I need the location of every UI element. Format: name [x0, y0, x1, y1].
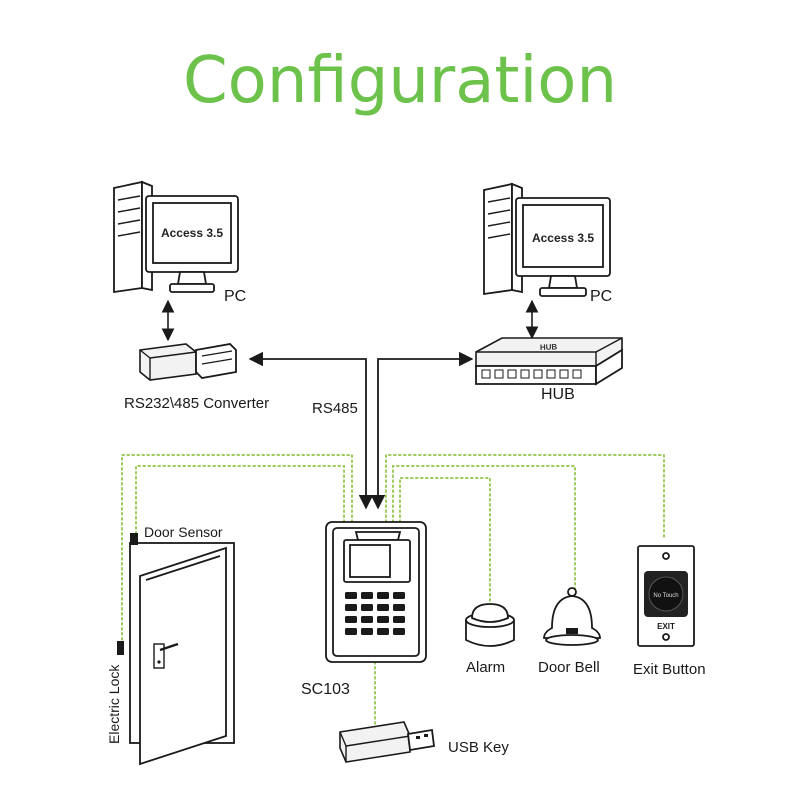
door-sensor-icon — [130, 533, 138, 545]
monitor-icon — [515, 197, 611, 297]
door-bell-label: Door Bell — [538, 659, 600, 676]
door-bell-icon — [543, 587, 601, 646]
monitor-icon — [145, 195, 239, 293]
exit-button-plate-text: EXIT — [657, 622, 675, 631]
hub-label: HUB — [541, 386, 575, 403]
usb-key-label: USB Key — [448, 739, 509, 756]
door-icon — [129, 542, 235, 766]
rs485-label: RS485 — [312, 400, 358, 417]
alarm-icon — [465, 603, 515, 647]
rs485-bus — [248, 351, 474, 510]
usb-key-icon — [339, 721, 436, 763]
hub-device-text: HUB — [540, 342, 558, 352]
pc-right: Access 3.5 PC — [483, 182, 612, 305]
controller-wiring — [121, 454, 665, 729]
sc103-controller-icon — [325, 521, 427, 663]
exit-button-face-text: No Touch — [653, 593, 678, 599]
rs232-485-converter-icon — [139, 343, 237, 381]
page-title: Configuration — [183, 44, 617, 118]
converter-label: RS232\485 Converter — [124, 395, 269, 412]
network-hub-icon — [475, 337, 623, 386]
electric-lock-label: Electric Lock — [106, 664, 122, 744]
exit-button-label: Exit Button — [633, 661, 706, 678]
controller-label: SC103 — [301, 681, 350, 698]
alarm-label: Alarm — [466, 659, 505, 676]
pc-right-label: PC — [590, 288, 612, 305]
electric-lock-icon — [117, 641, 124, 655]
pc-left-label: PC — [224, 288, 246, 305]
pc-left: Access 3.5 PC — [113, 180, 246, 305]
pc-right-screen-text: Access 3.5 — [532, 231, 594, 245]
exit-button-icon — [637, 545, 695, 647]
pc-left-screen-text: Access 3.5 — [161, 226, 223, 240]
door-sensor-label: Door Sensor — [144, 524, 223, 540]
